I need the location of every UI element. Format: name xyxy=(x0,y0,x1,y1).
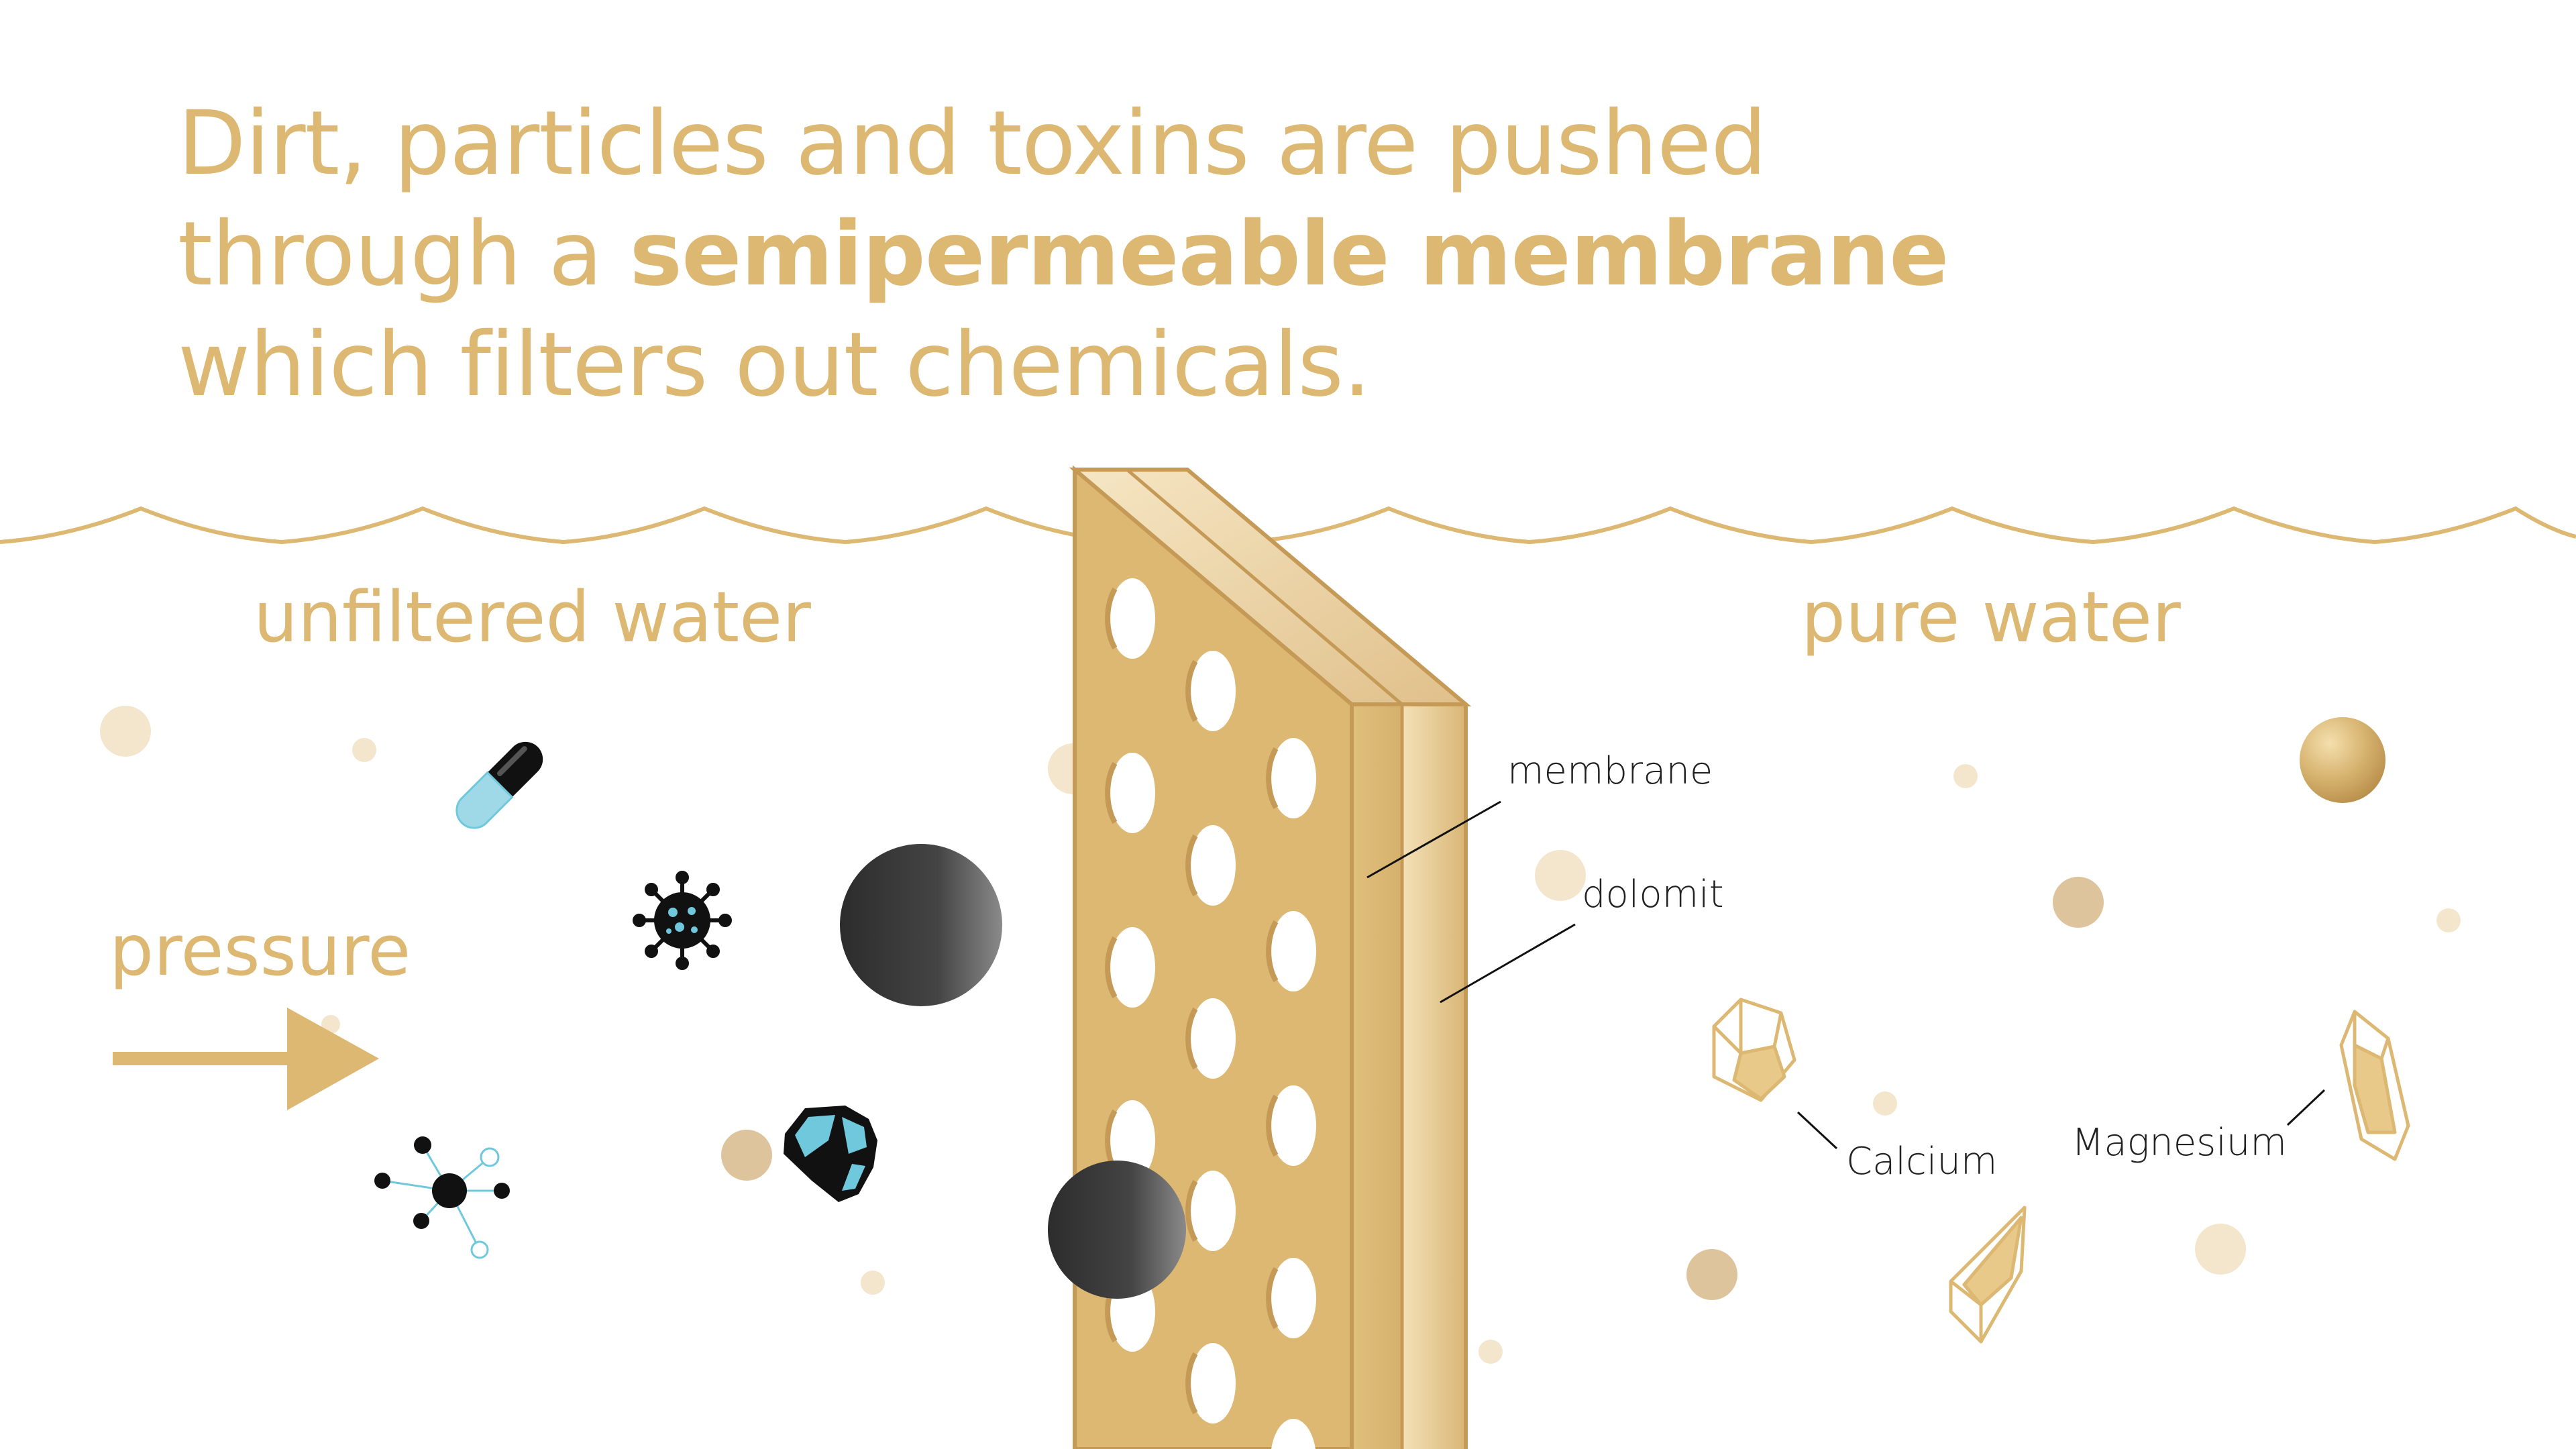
crystal-icon xyxy=(1712,998,1796,1102)
particle xyxy=(2436,908,2461,932)
particle xyxy=(1535,850,1586,901)
pressure-label: pressure xyxy=(109,910,411,991)
particle xyxy=(352,738,376,762)
headline-bold-term: semipermeable membrane xyxy=(629,203,1949,306)
membrane-leader-line xyxy=(1366,800,1501,879)
capsule-icon xyxy=(455,741,543,829)
mineral-ball xyxy=(2300,717,2385,803)
membrane-panel xyxy=(1069,465,1472,1449)
rock-icon xyxy=(784,1106,877,1202)
unfiltered-water-label: unfiltered water xyxy=(254,576,811,658)
particle xyxy=(2053,877,2104,928)
dolomit-leader-line xyxy=(1440,923,1576,1004)
virus-icon xyxy=(633,871,732,970)
dirt-particle xyxy=(1048,1161,1186,1299)
calcium-label: Calcium xyxy=(1846,1140,1998,1183)
water-surface-line xyxy=(0,506,2576,545)
headline-line-2: through a semipermeable membrane xyxy=(178,199,2190,310)
particle xyxy=(1953,764,1978,788)
headline: Dirt, particles and toxins are pushed th… xyxy=(178,89,2190,421)
particle xyxy=(861,1271,885,1295)
dolomit-label: dolomit xyxy=(1582,873,1724,916)
membrane-label: membrane xyxy=(1507,749,1713,793)
particle xyxy=(1686,1249,1737,1300)
magnesium-leader-line xyxy=(2286,1089,2326,1126)
headline-line-3: which filters out chemicals. xyxy=(178,313,1371,417)
pure-water-label: pure water xyxy=(1801,576,2181,658)
headline-line-1: Dirt, particles and toxins are pushed xyxy=(178,92,1767,195)
particle xyxy=(721,1130,772,1181)
magnesium-label: Magnesium xyxy=(2072,1121,2287,1165)
particle xyxy=(2195,1224,2246,1275)
particle xyxy=(321,1015,340,1034)
pressure-arrow xyxy=(113,1008,379,1110)
particle xyxy=(100,706,151,757)
particle xyxy=(1479,1340,1503,1364)
molecule-icon xyxy=(374,1136,510,1259)
crystal-icon xyxy=(1949,1205,2027,1344)
headline-line-2-prefix: through a xyxy=(178,203,630,306)
dirt-particle xyxy=(840,844,1002,1006)
calcium-leader-line xyxy=(1796,1111,1838,1150)
particle xyxy=(1873,1091,1897,1116)
crystal-icon xyxy=(2339,1010,2410,1161)
